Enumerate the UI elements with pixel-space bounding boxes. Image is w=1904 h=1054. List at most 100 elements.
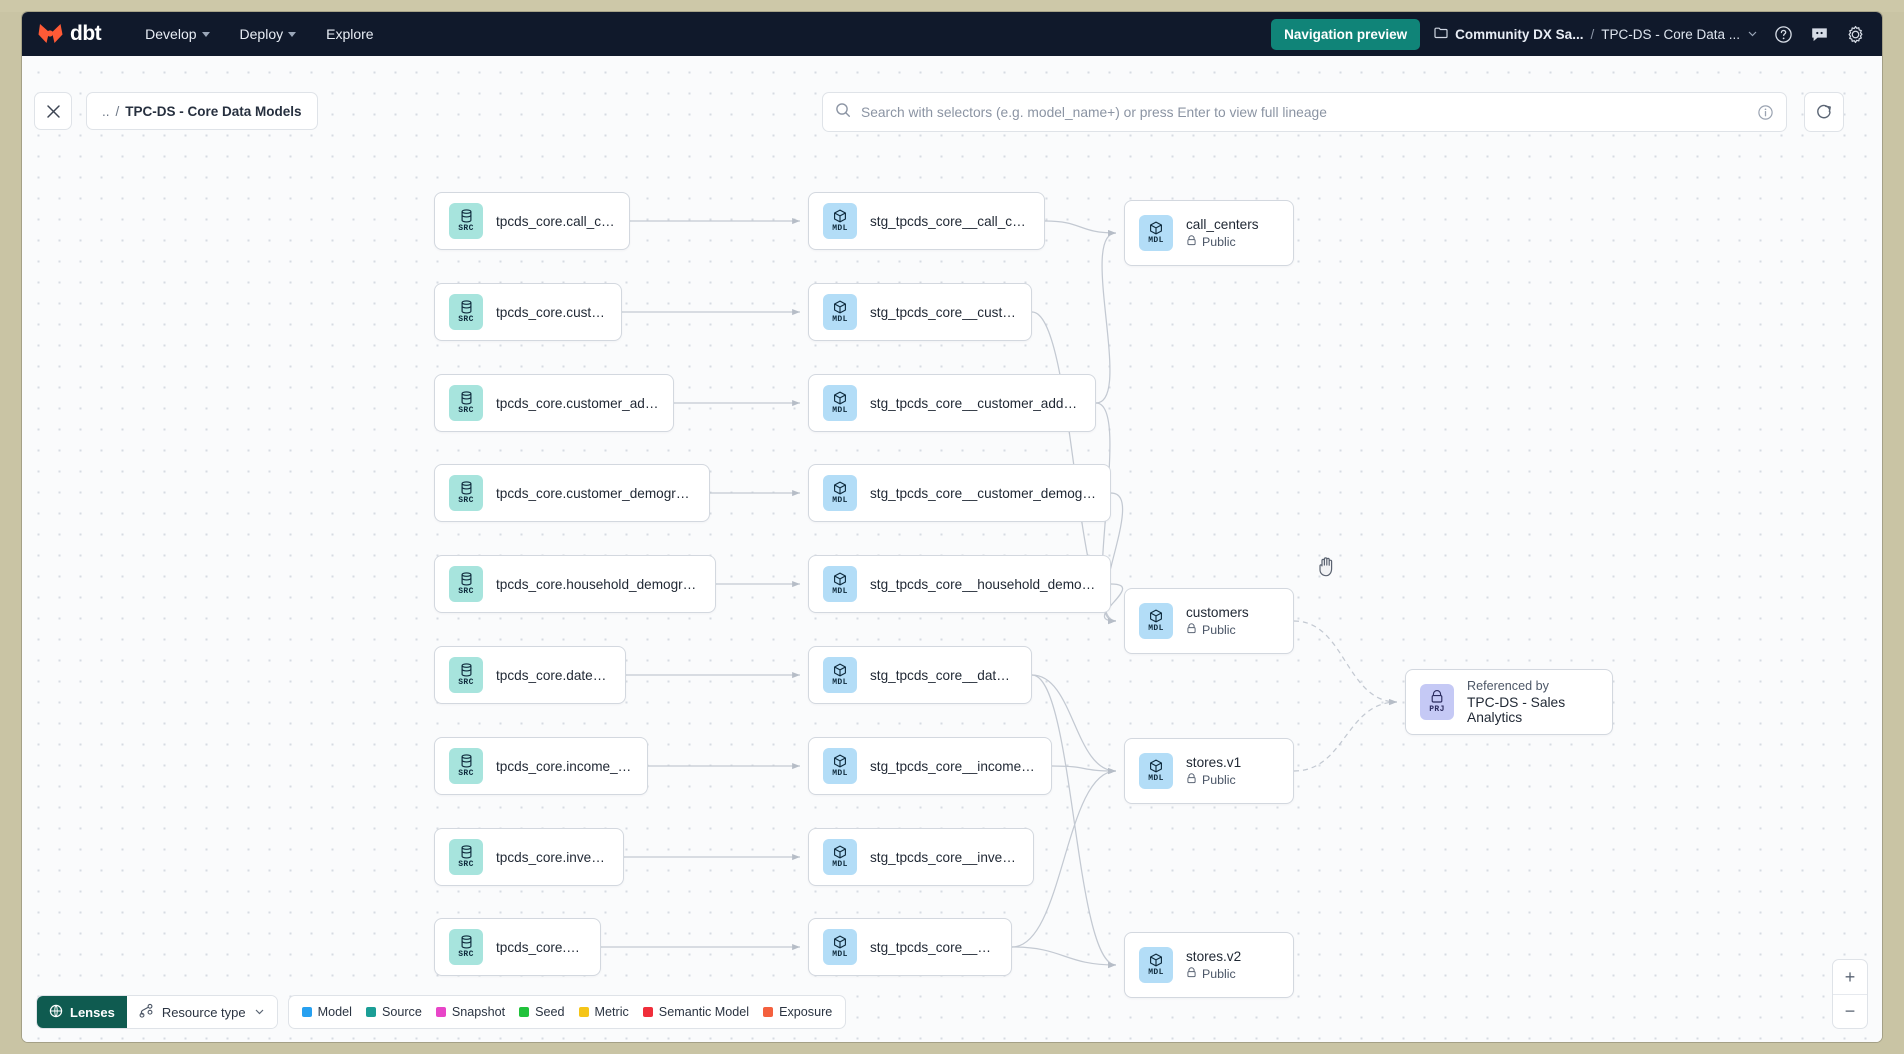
- lenses-button[interactable]: Lenses: [37, 996, 127, 1028]
- dbt-logo-icon: [36, 21, 64, 47]
- chevron-down-icon: [201, 31, 210, 37]
- src-glyph-icon: [460, 845, 473, 859]
- nav-item-deploy-label: Deploy: [239, 26, 284, 42]
- breadcrumb-account[interactable]: Community DX Sa...: [1455, 26, 1584, 42]
- breadcrumb-chip-slash: /: [115, 103, 120, 119]
- legend-item-semantic-model[interactable]: Semantic Model: [642, 1005, 749, 1019]
- node-access-label: Public: [1202, 235, 1236, 249]
- close-button[interactable]: [34, 92, 72, 130]
- breadcrumb-chip[interactable]: .. / TPC-DS - Core Data Models: [86, 92, 318, 130]
- node-body: stg_tpcds_core__customer: [870, 305, 1017, 320]
- node-title: stores.v1: [1186, 755, 1242, 770]
- search-bar[interactable]: [822, 92, 1787, 132]
- src-glyph-icon: [460, 572, 473, 586]
- node-title: customers: [1186, 605, 1249, 620]
- lock-icon: [1186, 773, 1197, 787]
- lock-icon: [1186, 235, 1197, 249]
- node-title: tpcds_core.customer_address: [496, 395, 659, 411]
- src-badge-icon: SRC: [449, 748, 483, 784]
- navigation-preview-button[interactable]: Navigation preview: [1271, 18, 1421, 50]
- node-type-tag: MDL: [832, 860, 848, 869]
- top-navigation-bar: dbt Develop Deploy Explore Navigation pr…: [22, 12, 1882, 56]
- legend-item-model[interactable]: Model: [301, 1005, 352, 1019]
- nav-item-explore[interactable]: Explore: [324, 22, 375, 46]
- search-input[interactable]: [861, 104, 1747, 120]
- node-body: tpcds_core.call_center: [496, 214, 615, 229]
- chevron-down-icon[interactable]: [1747, 27, 1758, 42]
- lineage-node-mdl_customer[interactable]: MDL stg_tpcds_core__customer: [808, 283, 1032, 341]
- legend-swatch: [578, 1007, 589, 1017]
- mdl-badge-icon: MDL: [1139, 947, 1173, 983]
- node-access-label: Public: [1202, 773, 1236, 787]
- folder-icon: [1434, 26, 1448, 42]
- node-access-badge: Public: [1186, 967, 1241, 981]
- resource-type-button[interactable]: Resource type: [126, 996, 277, 1028]
- nav-item-explore-label: Explore: [326, 26, 374, 42]
- node-title: stg_tpcds_core__date_dim: [870, 667, 1017, 683]
- browser-window: dbt Develop Deploy Explore Navigation pr…: [22, 12, 1882, 1042]
- zoom-out-button[interactable]: −: [1833, 994, 1867, 1028]
- dbt-logo[interactable]: dbt: [36, 21, 102, 47]
- node-type-tag: MDL: [832, 315, 848, 324]
- src-badge-icon: SRC: [449, 203, 483, 239]
- node-type-tag: MDL: [1148, 774, 1164, 783]
- feedback-icon[interactable]: [1808, 23, 1830, 45]
- node-title: stg_tpcds_core__call_center: [870, 213, 1030, 229]
- node-title: tpcds_core.customer: [496, 304, 607, 320]
- breadcrumb-separator: /: [1590, 26, 1595, 42]
- node-access-label: Public: [1202, 623, 1236, 637]
- settings-icon[interactable]: [1844, 23, 1866, 45]
- refresh-button[interactable]: [1804, 92, 1844, 132]
- nav-item-deploy[interactable]: Deploy: [238, 22, 299, 46]
- legend-item-metric[interactable]: Metric: [578, 1005, 629, 1019]
- desktop-top-strip: [0, 0, 1904, 12]
- node-body: stg_tpcds_core__store: [870, 940, 997, 955]
- mdl-badge-icon: MDL: [823, 839, 857, 875]
- node-type-tag: MDL: [1148, 968, 1164, 977]
- breadcrumb-project[interactable]: TPC-DS - Core Data ...: [1601, 26, 1740, 42]
- legend-item-seed[interactable]: Seed: [519, 1005, 565, 1019]
- mdl-badge-icon: MDL: [823, 475, 857, 511]
- mdl-badge-icon: MDL: [1139, 753, 1173, 789]
- legend-item-snapshot[interactable]: Snapshot: [435, 1005, 505, 1019]
- lineage-canvas[interactable]: SRCtpcds_core.call_centerSRCtpcds_core.c…: [22, 56, 1882, 1042]
- nav-item-develop[interactable]: Develop: [143, 22, 211, 46]
- node-title: stg_tpcds_core__store: [870, 939, 997, 955]
- zoom-in-button[interactable]: +: [1844, 966, 1856, 987]
- node-type-tag: MDL: [832, 406, 848, 415]
- mdl-glyph-icon: [833, 845, 847, 859]
- help-icon[interactable]: [1772, 23, 1794, 45]
- lineage-node-mdl_call_center[interactable]: MDL stg_tpcds_core__call_center: [808, 192, 1045, 250]
- legend-item-source[interactable]: Source: [365, 1005, 422, 1019]
- node-body: stg_tpcds_core__household_demogr…: [870, 577, 1096, 592]
- info-icon[interactable]: [1757, 104, 1774, 121]
- legend-item-exposure[interactable]: Exposure: [763, 1005, 832, 1019]
- zoom-controls: + −: [1832, 959, 1868, 1029]
- node-type-tag: MDL: [832, 224, 848, 233]
- search-icon: [835, 102, 851, 123]
- lineage-node-src_call_center[interactable]: SRC tpcds_core.call_center: [434, 192, 630, 250]
